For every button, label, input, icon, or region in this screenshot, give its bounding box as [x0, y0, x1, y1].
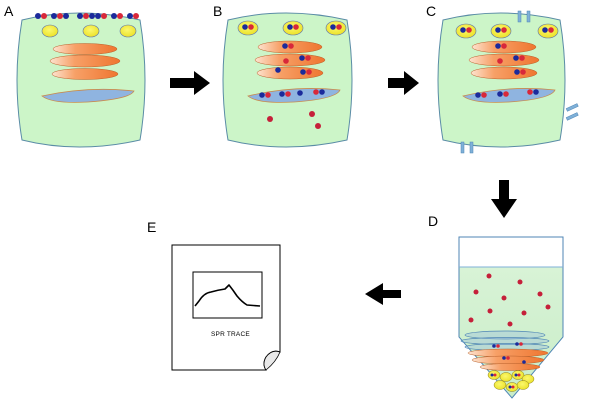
surface-protein-row-a — [35, 13, 139, 19]
panel-label-e: E — [147, 219, 156, 235]
suspended-proteins-d — [468, 273, 551, 327]
page-curl — [263, 350, 281, 371]
centrifuge-tube-d — [458, 236, 564, 399]
arrow-left-icon — [365, 283, 401, 305]
er-b — [247, 88, 341, 103]
spr-document-e: SPR TRACE — [171, 244, 281, 371]
golgi-stack-c — [468, 40, 540, 80]
vesicles-c — [455, 23, 559, 39]
free-proteins-b — [267, 111, 321, 129]
arrow-down-icon — [491, 180, 517, 218]
arrow-right-icon — [170, 71, 210, 95]
pellet-layers-d — [460, 330, 550, 371]
er-a — [41, 88, 135, 103]
vesicles-a — [41, 24, 137, 38]
spr-trace-curve — [194, 284, 261, 307]
panel-label-a: A — [4, 3, 14, 19]
spr-trace-caption: SPR TRACE — [211, 331, 250, 338]
golgi-stack-b — [254, 40, 326, 80]
cell-c — [437, 10, 579, 154]
golgi-stack-a — [49, 43, 121, 80]
cell-a — [16, 12, 146, 148]
panel-label-b: B — [213, 3, 222, 19]
er-c — [462, 88, 556, 103]
pellet-vesicles-d — [487, 370, 535, 392]
cell-b — [222, 12, 353, 148]
membrane-receptors-c — [460, 10, 579, 154]
panel-label-d: D — [428, 213, 438, 229]
vesicles-b — [237, 20, 347, 36]
arrow-right-icon — [388, 71, 419, 95]
panel-label-c: C — [426, 3, 436, 19]
